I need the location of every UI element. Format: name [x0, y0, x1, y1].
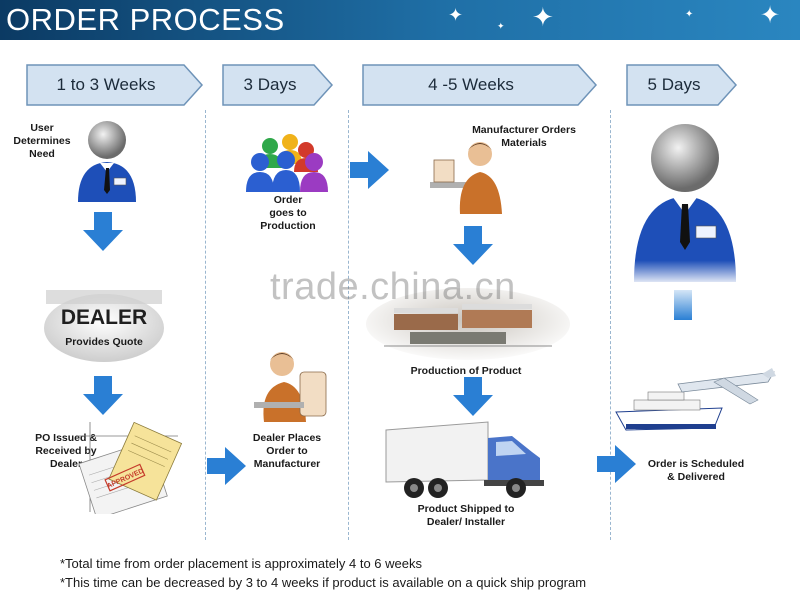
phase-label: 3 Days — [243, 75, 297, 94]
phase-arrow-shape — [222, 64, 334, 106]
phase-label: 4 -5 Weeks — [428, 75, 514, 94]
dealer-sign-text: DEALER — [60, 306, 148, 329]
footnotes: *Total time from order placement is appr… — [60, 554, 586, 592]
step-label-production-product: Production of Product — [410, 365, 522, 377]
user-icon — [78, 121, 136, 202]
star-icon: ✦ — [685, 9, 694, 20]
watermark-text: trade.china.cn — [270, 266, 516, 308]
title-banner: ORDER PROCESS ✦ ✦ ✦ ✦ ✦ — [0, 0, 800, 40]
column-divider — [348, 110, 349, 540]
step-label-user-needs: User Determines Need — [13, 122, 71, 160]
phase-arrow-shape — [362, 64, 598, 106]
step-label-po-issued: PO Issued & Received by Dealer — [35, 432, 97, 470]
phase-arrow-shape — [26, 64, 204, 106]
up-arrow-fade-icon — [674, 290, 692, 320]
phase-label: 5 Days — [647, 75, 701, 94]
step-label-order-production: Order goes to Production — [260, 194, 316, 232]
phase-arrow-shape — [626, 64, 738, 106]
team-icon — [246, 134, 328, 192]
customer-icon — [634, 124, 736, 282]
star-icon: ✦ — [760, 2, 781, 29]
step-label-product-shipped: Product Shipped to Dealer/ Installer — [417, 503, 515, 528]
star-icon: ✦ — [448, 5, 464, 25]
phase-arrow-3: 4 -5 Weeks — [362, 64, 598, 106]
dealer-sign-shape — [44, 290, 164, 362]
page-title: ORDER PROCESS — [6, 2, 285, 37]
star-icon: ✦ — [497, 21, 505, 31]
column-divider — [610, 110, 611, 540]
step-label-order-scheduled: Order is Scheduled & Delivered — [647, 458, 745, 483]
down-arrow-icon — [83, 212, 123, 251]
down-arrow-icon — [453, 377, 493, 416]
phase-arrow-4: 5 Days — [626, 64, 738, 106]
truck-icon — [385, 421, 544, 498]
phase-label: 1 to 3 Weeks — [56, 75, 156, 94]
right-arrow-icon — [597, 445, 636, 483]
ship-plane-icon — [615, 368, 776, 431]
down-arrow-icon — [83, 376, 123, 415]
star-icon: ✦ — [532, 2, 554, 32]
paperwork-icon: APPROVED — [78, 421, 182, 514]
down-arrow-icon — [453, 226, 493, 265]
factory-icon — [366, 288, 570, 360]
column-divider — [205, 110, 206, 540]
step-label-provides-quote: Provides Quote — [65, 336, 143, 348]
footnote-quick-ship: *This time can be decreased by 3 to 4 we… — [60, 575, 587, 590]
step-label-dealer-places: Dealer Places Order to Manufacturer — [252, 432, 322, 470]
right-arrow-icon — [350, 151, 389, 189]
manufacturer-worker-icon — [430, 142, 502, 214]
phase-arrow-2: 3 Days — [222, 64, 334, 106]
right-arrow-icon — [207, 447, 246, 485]
worker-icon — [254, 352, 327, 422]
phase-arrow-1: 1 to 3 Weeks — [26, 64, 204, 106]
dealer-sign: DEALER Provides Quote — [40, 288, 168, 364]
step-label-manufacturer-materials: Manufacturer Orders Materials — [472, 124, 576, 149]
footnote-total-time: *Total time from order placement is appr… — [60, 556, 422, 571]
